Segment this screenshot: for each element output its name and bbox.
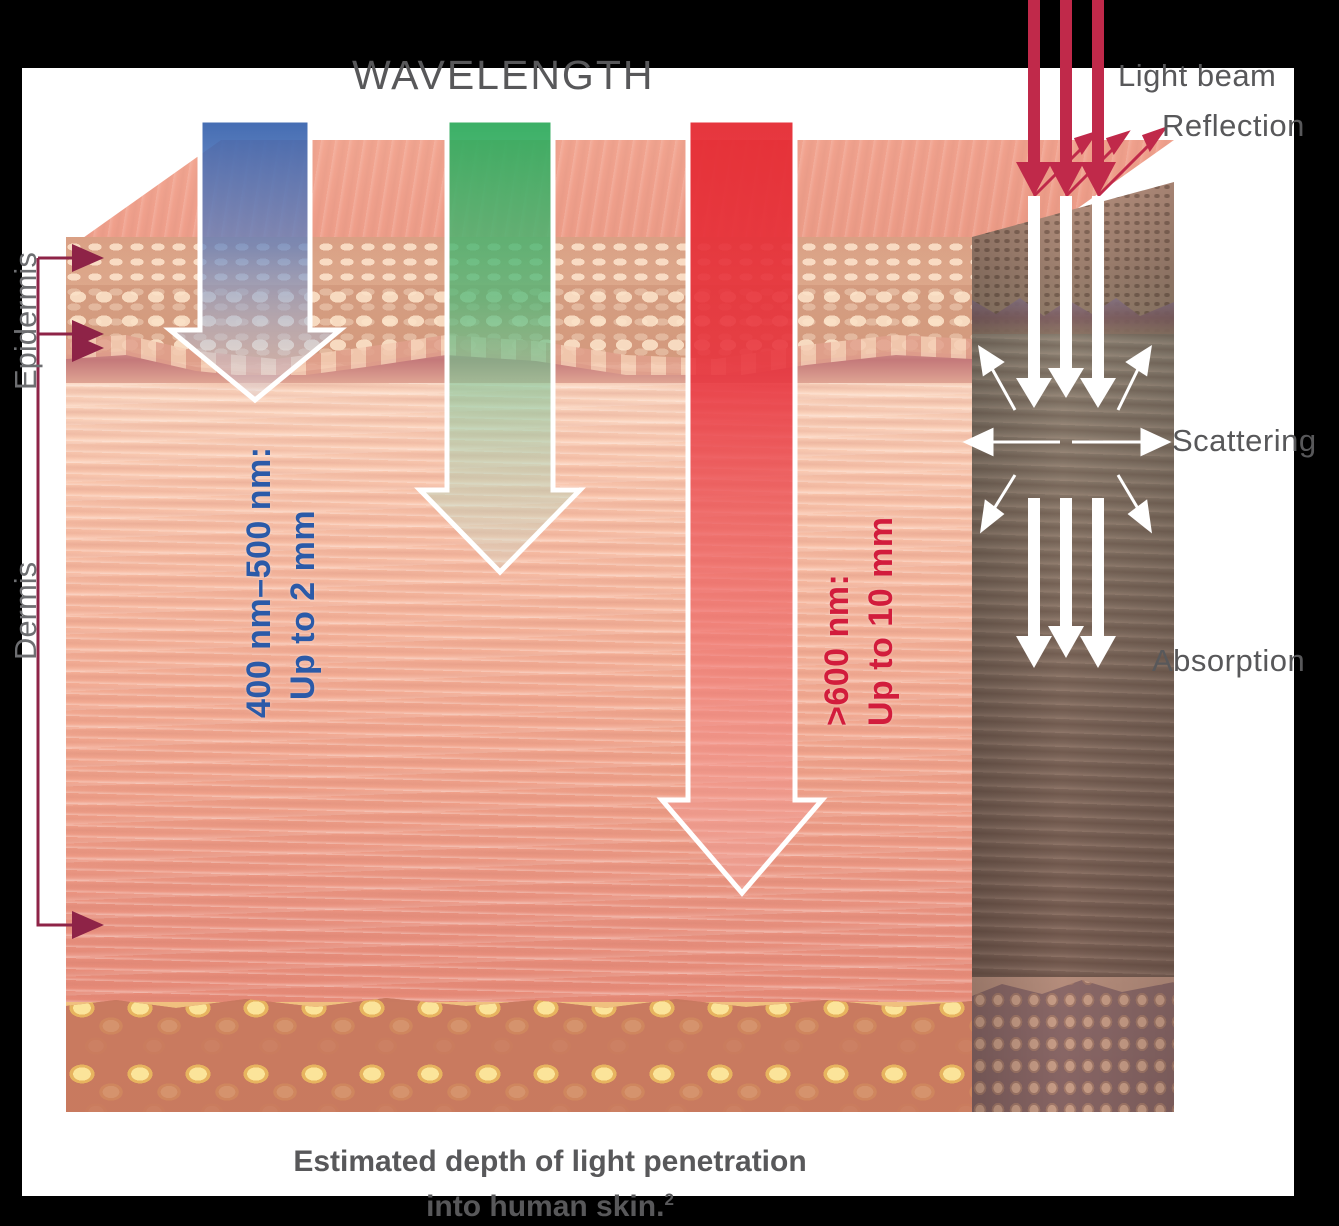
skin-side-face xyxy=(972,182,1174,1112)
label-reflection: Reflection xyxy=(1162,108,1305,143)
label-absorption: Absorption xyxy=(1152,643,1306,678)
red-beam-depth: Up to 10 mm xyxy=(862,516,900,726)
label-light-beam: Light beam xyxy=(1118,58,1277,93)
page-title: WAVELENGTH xyxy=(352,52,655,98)
label-epidermis: Epidermis xyxy=(8,252,43,390)
figure-caption: Estimated depth of light penetration int… xyxy=(0,1143,1100,1226)
side-adipocytes xyxy=(972,980,1174,1112)
caption-footnote: 2 xyxy=(664,1190,674,1209)
blue-beam-range: 400 nm–500 nm: xyxy=(240,446,278,718)
caption-line-1: Estimated depth of light penetration xyxy=(293,1145,807,1178)
skin-block xyxy=(66,140,1174,1112)
label-scattering: Scattering xyxy=(1172,423,1317,458)
label-dermis: Dermis xyxy=(8,561,43,660)
caption-line-2: into human skin. xyxy=(426,1190,665,1223)
adipocyte-texture xyxy=(66,998,972,1112)
red-beam-range: >600 nm: xyxy=(818,573,856,726)
blue-beam-depth: Up to 2 mm xyxy=(284,509,322,700)
side-face-shading xyxy=(972,182,1174,1112)
